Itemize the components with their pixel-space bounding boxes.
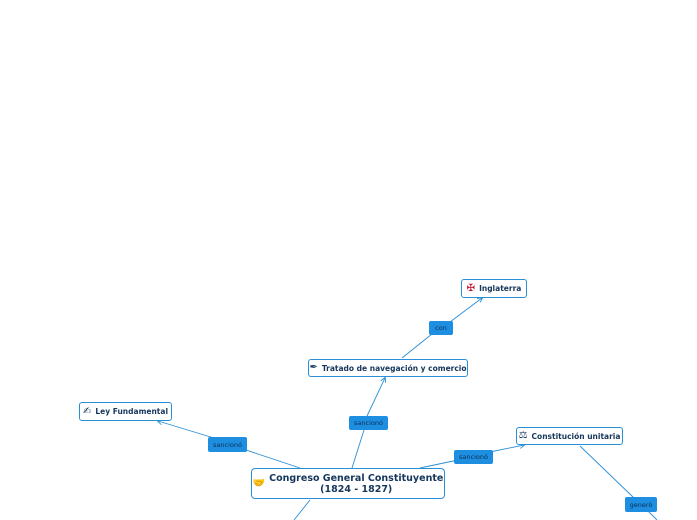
link-label-genero[interactable]: generó (625, 497, 657, 512)
link-label-con[interactable]: con (429, 321, 453, 335)
node-ley-fundamental[interactable]: ✍ Ley Fundamental (79, 402, 172, 421)
node-constitucion-label: Constitución unitaria (531, 431, 621, 441)
writing-hand-icon: ✍ (82, 405, 92, 417)
line-central-to-tratado (351, 429, 365, 469)
link-label-sanciono-tratado[interactable]: sancionó (349, 416, 388, 430)
line-central-to-constitucion (419, 459, 459, 469)
central-topic-line1: Congreso General Constituyente (269, 472, 444, 484)
line-tratado-to-con (401, 333, 433, 359)
node-inglaterra-label: Inglaterra (479, 284, 522, 293)
node-tratado[interactable]: ✒ Tratado de navegación y comercio (308, 359, 468, 377)
link-label-sanciono-constitucion[interactable]: sancionó (454, 450, 493, 464)
central-topic-line2: (1824 - 1827) (320, 483, 393, 495)
node-tratado-label: Tratado de navegación y comercio (321, 363, 467, 373)
line-con-arrow (449, 298, 482, 323)
central-topic[interactable]: 🤝 Congreso General Constituyente (1824 -… (251, 468, 445, 499)
pen-signing-icon: ✒ (309, 362, 318, 373)
scales-icon: ⚖ (518, 430, 528, 441)
handshake-icon: 🤝 (252, 477, 266, 489)
node-ley-label: Ley Fundamental (95, 407, 169, 416)
uk-flag-icon: ✠ (466, 282, 476, 294)
line-genero-down (647, 510, 658, 520)
line-constitucion-arrow (489, 445, 524, 453)
line-ley-arrow (158, 421, 215, 439)
link-label-sanciono-ley[interactable]: sancionó (208, 437, 247, 452)
line-central-down (293, 499, 311, 520)
line-constitucion-to-genero (579, 445, 635, 499)
node-inglaterra[interactable]: ✠ Inglaterra (461, 279, 527, 298)
line-tratado-arrow (366, 378, 385, 417)
node-constitucion-unitaria[interactable]: ⚖ Constitución unitaria (516, 427, 623, 445)
